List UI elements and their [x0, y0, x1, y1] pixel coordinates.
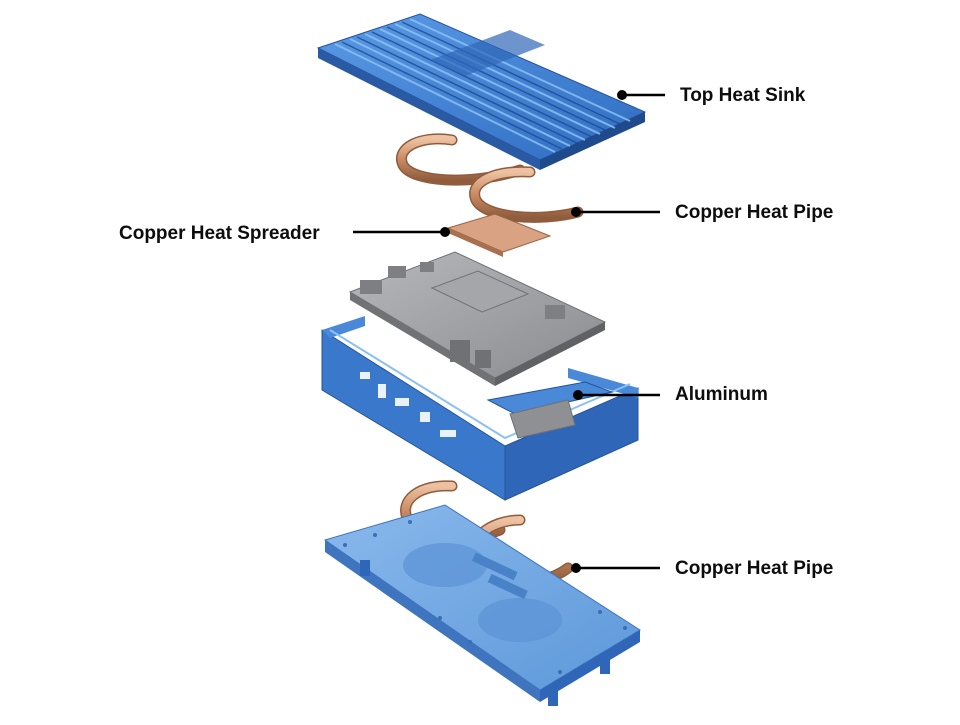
leader-dots	[440, 90, 627, 573]
aluminum-frame-part	[321, 316, 639, 501]
leader-lines	[353, 93, 665, 570]
leader-dot-copper-heat-spreader	[440, 227, 450, 237]
leader-dot-copper-heat-pipe-lower	[571, 563, 581, 573]
motherboard-part	[348, 251, 607, 386]
top-heat-sink-part	[316, 13, 647, 170]
bottom-plate-part	[323, 504, 641, 706]
copper-heat-pipe-part	[396, 133, 584, 223]
label-copper-heat-pipe-upper: Copper Heat Pipe	[675, 202, 834, 223]
leader-dot-top-heat-sink	[617, 90, 627, 100]
label-aluminum: Aluminum	[675, 384, 768, 405]
leader-dot-aluminum	[573, 390, 583, 400]
label-top-heat-sink: Top Heat Sink	[680, 85, 806, 106]
copper-heat-spreader-part	[446, 213, 552, 257]
leader-dot-copper-heat-pipe-upper	[571, 207, 581, 217]
label-copper-heat-spreader: Copper Heat Spreader	[119, 223, 320, 244]
label-copper-heat-pipe-lower: Copper Heat Pipe	[675, 558, 834, 579]
